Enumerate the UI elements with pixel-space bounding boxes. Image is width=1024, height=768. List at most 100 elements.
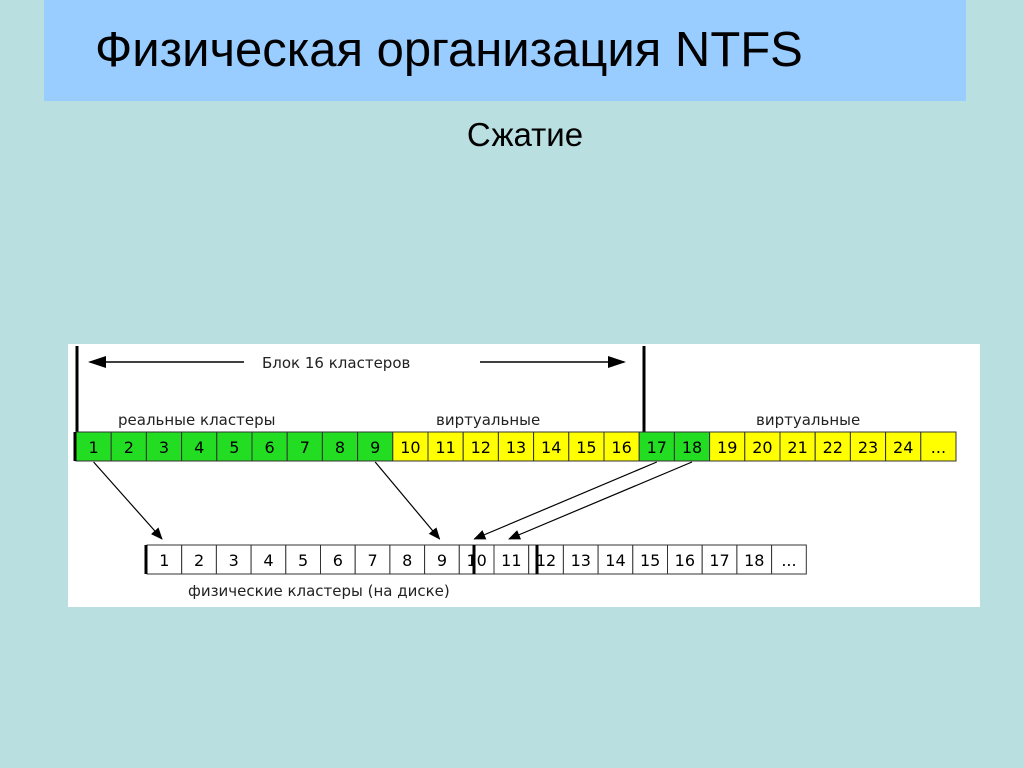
logical-cluster-cell: 2 <box>110 431 147 462</box>
logical-cluster-box <box>603 431 640 462</box>
physical-cluster-cell: 10 <box>458 544 495 575</box>
title-bar <box>44 0 966 101</box>
physical-cluster-number: 18 <box>744 551 764 570</box>
physical-cluster-box <box>667 544 703 575</box>
logical-cluster-cell: ... <box>920 431 957 462</box>
physical-cluster-number: 4 <box>263 551 273 570</box>
physical-cluster-cell: 1 <box>146 544 183 575</box>
real-clusters-label: реальные кластеры <box>118 411 275 429</box>
physical-cluster-cell: 8 <box>389 544 426 575</box>
mapping-arrow <box>374 461 441 540</box>
logical-cluster-box <box>181 431 218 462</box>
logical-cluster-cell: 10 <box>392 431 429 462</box>
physical-cluster-box <box>736 544 773 575</box>
logical-cluster-number: 19 <box>717 438 737 457</box>
physical-cluster-number: 15 <box>640 551 660 570</box>
logical-cluster-box <box>638 431 675 462</box>
physical-cluster-number: 11 <box>501 551 521 570</box>
physical-cluster-box <box>285 544 322 575</box>
logical-cluster-cell: 6 <box>251 431 288 462</box>
logical-cluster-number: 3 <box>159 438 169 457</box>
logical-cluster-number: 24 <box>893 438 913 457</box>
logical-cluster-box <box>814 431 851 462</box>
logical-cluster-box <box>920 431 957 462</box>
physical-cluster-cell: ... <box>771 544 807 575</box>
physical-cluster-cell: 13 <box>562 544 599 575</box>
physical-cluster-number: 2 <box>194 551 204 570</box>
logical-cluster-number: 17 <box>647 438 667 457</box>
logical-cluster-number: 12 <box>471 438 491 457</box>
physical-cluster-box <box>771 544 807 575</box>
logical-cluster-number: 21 <box>787 438 807 457</box>
logical-cluster-cell: 18 <box>673 431 711 462</box>
logical-cluster-number: 18 <box>682 438 702 457</box>
logical-cluster-cell: 24 <box>885 431 922 462</box>
physical-cluster-cell: 14 <box>597 544 634 575</box>
physical-cluster-number: 9 <box>437 551 447 570</box>
logical-cluster-box <box>427 431 464 462</box>
physical-cluster-number: 8 <box>402 551 412 570</box>
mapping-arrow <box>508 461 693 540</box>
logical-cluster-number: 16 <box>611 438 631 457</box>
mapping-arrow <box>93 461 163 540</box>
logical-cluster-cell: 15 <box>568 431 605 462</box>
logical-cluster-number: ... <box>931 438 946 457</box>
logical-cluster-cell: 21 <box>779 431 816 462</box>
slide-subtitle: Сжатие <box>466 116 584 153</box>
logical-cluster-number: 6 <box>265 438 275 457</box>
logical-cluster-cell: 23 <box>849 431 887 462</box>
physical-cluster-cell: 9 <box>424 544 460 575</box>
physical-cluster-number: 16 <box>675 551 695 570</box>
physical-cluster-cell: 16 <box>667 544 703 575</box>
logical-cluster-number: 11 <box>435 438 455 457</box>
logical-cluster-box <box>110 431 147 462</box>
logical-cluster-box <box>885 431 922 462</box>
ntfs-compression-diagram: Блок 16 кластеров реальные кластеры вирт… <box>68 344 980 607</box>
logical-cluster-box <box>533 431 570 462</box>
physical-cluster-box <box>389 544 426 575</box>
block-arrowhead-left <box>88 356 106 368</box>
physical-cluster-box <box>250 544 287 575</box>
physical-cluster-number: 6 <box>333 551 343 570</box>
logical-cluster-box <box>357 431 394 462</box>
block-arrowhead-right <box>608 356 626 368</box>
logical-cluster-number: 7 <box>300 438 310 457</box>
logical-cluster-box <box>216 431 253 462</box>
logical-cluster-number: 2 <box>124 438 134 457</box>
logical-cluster-cell: 19 <box>709 431 746 462</box>
logical-cluster-box <box>251 431 288 462</box>
logical-cluster-cell: 3 <box>145 431 183 462</box>
logical-cluster-box <box>145 431 183 462</box>
logical-cluster-cell: 7 <box>286 431 323 462</box>
logical-cluster-number: 20 <box>752 438 772 457</box>
logical-cluster-number: 10 <box>400 438 420 457</box>
logical-cluster-cell: 11 <box>427 431 464 462</box>
logical-cluster-number: 13 <box>506 438 526 457</box>
physical-cluster-number: 14 <box>605 551 625 570</box>
physical-cluster-cell: 4 <box>250 544 287 575</box>
physical-cluster-box <box>458 544 495 575</box>
logical-cluster-number: 23 <box>858 438 878 457</box>
physical-cluster-cell: 2 <box>181 544 217 575</box>
mapping-arrows <box>93 461 693 540</box>
logical-cluster-cell: 8 <box>321 431 359 462</box>
physical-cluster-cell: 6 <box>320 544 356 575</box>
logical-cluster-number: 9 <box>370 438 380 457</box>
logical-cluster-cell: 4 <box>181 431 218 462</box>
logical-cluster-number: 15 <box>576 438 596 457</box>
logical-cluster-cell: 17 <box>638 431 675 462</box>
physical-cluster-box <box>354 544 391 575</box>
physical-cluster-box <box>424 544 460 575</box>
physical-cluster-box <box>701 544 738 575</box>
physical-cluster-number: 12 <box>536 551 556 570</box>
physical-cluster-cell: 7 <box>354 544 391 575</box>
logical-cluster-cell: 16 <box>603 431 640 462</box>
physical-cluster-number: 1 <box>159 551 169 570</box>
virtual-clusters-label: виртуальные <box>436 411 540 429</box>
logical-cluster-cell: 14 <box>533 431 570 462</box>
block-label: Блок 16 кластеров <box>262 354 410 372</box>
logical-cluster-number: 1 <box>89 438 99 457</box>
logical-cluster-number: 22 <box>823 438 843 457</box>
physical-cluster-cell: 3 <box>215 544 252 575</box>
